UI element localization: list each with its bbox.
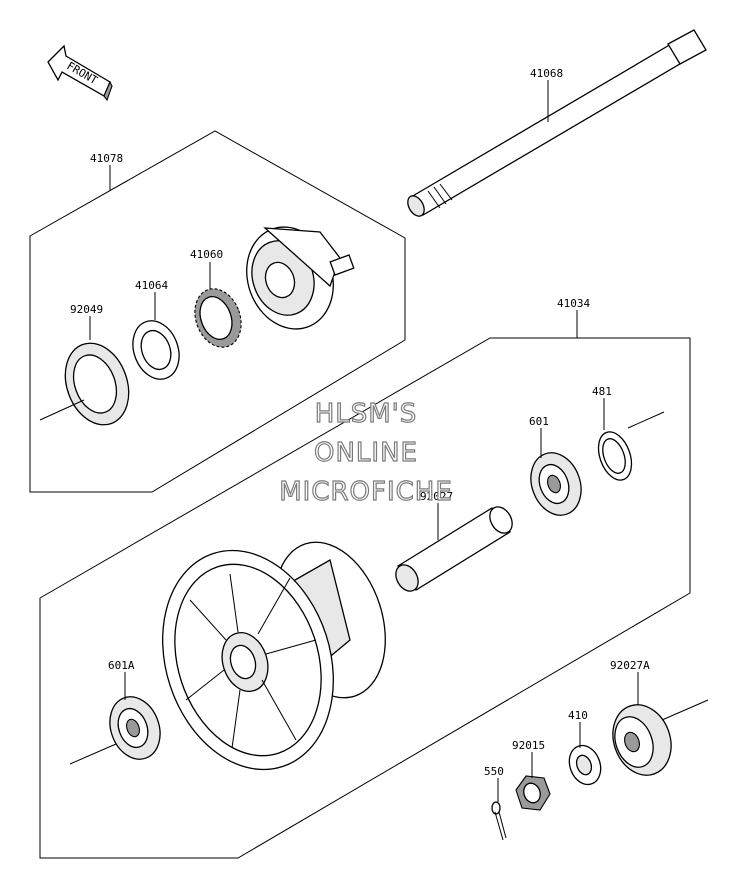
svg-text:ONLINE: ONLINE bbox=[314, 438, 418, 468]
label-92027: 92027 bbox=[420, 490, 453, 503]
hub-group-outline bbox=[39, 337, 691, 859]
collar bbox=[612, 704, 672, 776]
label-601: 601 bbox=[529, 415, 549, 428]
oil-seal bbox=[64, 342, 130, 426]
bearing-a bbox=[109, 696, 161, 760]
cotter-pin bbox=[491, 801, 507, 841]
gear-box-group-outline bbox=[29, 130, 406, 493]
label-601A: 601A bbox=[108, 659, 135, 672]
label-92027A: 92027A bbox=[610, 659, 650, 672]
label-410: 410 bbox=[568, 709, 588, 722]
gear-housing bbox=[246, 226, 355, 330]
label-550: 550 bbox=[484, 765, 504, 778]
label-92015: 92015 bbox=[512, 739, 545, 752]
svg-text:MICROFICHE: MICROFICHE bbox=[279, 477, 453, 507]
drive-gear bbox=[194, 288, 242, 348]
gear-plate bbox=[132, 320, 180, 380]
castle-nut bbox=[515, 775, 551, 811]
label-41078: 41078 bbox=[90, 152, 123, 165]
label-41034: 41034 bbox=[557, 297, 590, 310]
svg-text:HLSM'S: HLSM'S bbox=[315, 399, 418, 429]
washer bbox=[568, 744, 602, 786]
axle bbox=[407, 29, 707, 217]
circlip bbox=[597, 431, 633, 481]
label-41068: 41068 bbox=[530, 67, 563, 80]
label-481: 481 bbox=[592, 385, 612, 398]
label-92049: 92049 bbox=[70, 303, 103, 316]
watermark: HLSM'S ONLINE MICROFICHE bbox=[279, 398, 453, 507]
spacer bbox=[395, 506, 513, 592]
front-arrow-icon: FRONT bbox=[47, 44, 113, 102]
wheel-hub bbox=[162, 541, 386, 771]
label-41064: 41064 bbox=[135, 279, 168, 292]
label-41060: 41060 bbox=[190, 248, 223, 261]
bearing bbox=[530, 452, 582, 516]
